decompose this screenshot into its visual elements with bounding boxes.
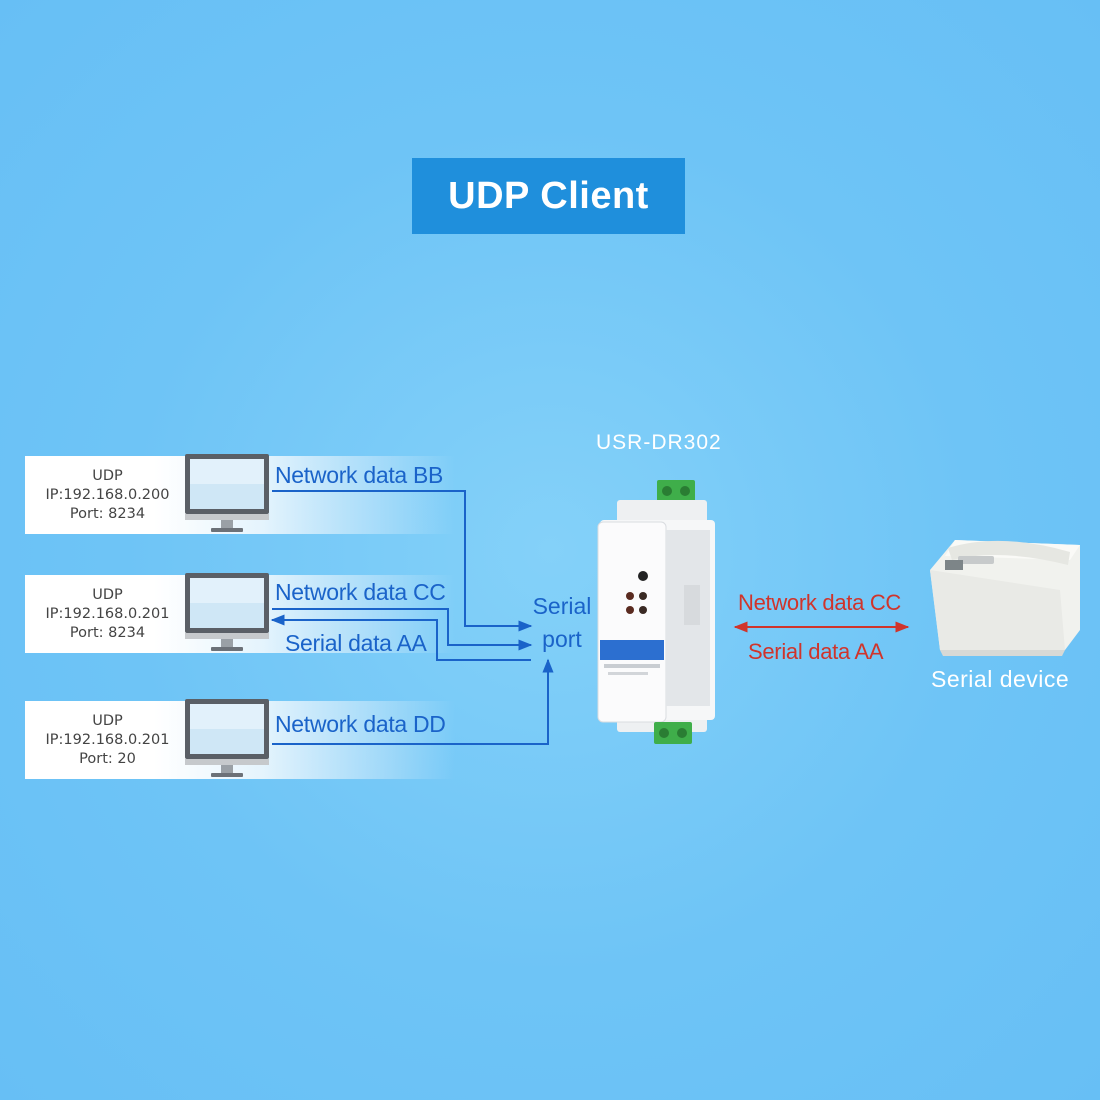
host-port: Port: 8234 [69,624,146,641]
diagram-title: UDP Client [412,158,685,234]
host-ip: IP:192.168.0.201 [45,605,170,622]
udp-host-card: UDP IP:192.168.0.201 Port: 8234 Network … [25,573,455,656]
monitor-icon [185,699,269,777]
host-port: Port: 8234 [69,505,146,522]
serial-port-line2: port [542,626,582,652]
host-info: UDP IP:192.168.0.200 Port: 8234 [25,456,190,534]
host-ip: IP:192.168.0.201 [45,731,170,748]
flow-line-dd [272,658,554,745]
serial-device-label: Serial device [931,666,1070,692]
network-data-label: Network data DD [275,711,446,737]
serial-data-label: Serial data AA [285,630,427,656]
monitor-icon [185,573,269,651]
udp-host-card: UDP IP:192.168.0.200 Port: 8234 Network … [25,454,455,534]
flow-line-aa [270,614,531,661]
network-data-label: Network data BB [275,462,444,488]
flow-line-cc [272,608,533,651]
network-data-label: Network data CC [275,579,446,605]
serial-port-line1: Serial [532,593,592,619]
host-protocol: UDP [92,586,123,603]
flow-line-bb [272,490,533,632]
monitor-icon [185,454,269,532]
device-name: USR-DR302 [596,431,722,454]
host-ip: IP:192.168.0.200 [45,486,170,503]
serial-link-bottom-label: Serial data AA [748,639,884,664]
host-port: Port: 20 [79,750,136,767]
serial-link-top-label: Network data CC [738,590,902,615]
udp-host-card: UDP IP:192.168.0.201 Port: 20 Network da… [25,699,455,779]
host-protocol: UDP [92,712,123,729]
serial-port-label: Serial port [531,590,593,656]
host-info: UDP IP:192.168.0.201 Port: 20 [25,701,190,779]
host-info: UDP IP:192.168.0.201 Port: 8234 [25,575,190,653]
host-protocol: UDP [92,467,123,484]
